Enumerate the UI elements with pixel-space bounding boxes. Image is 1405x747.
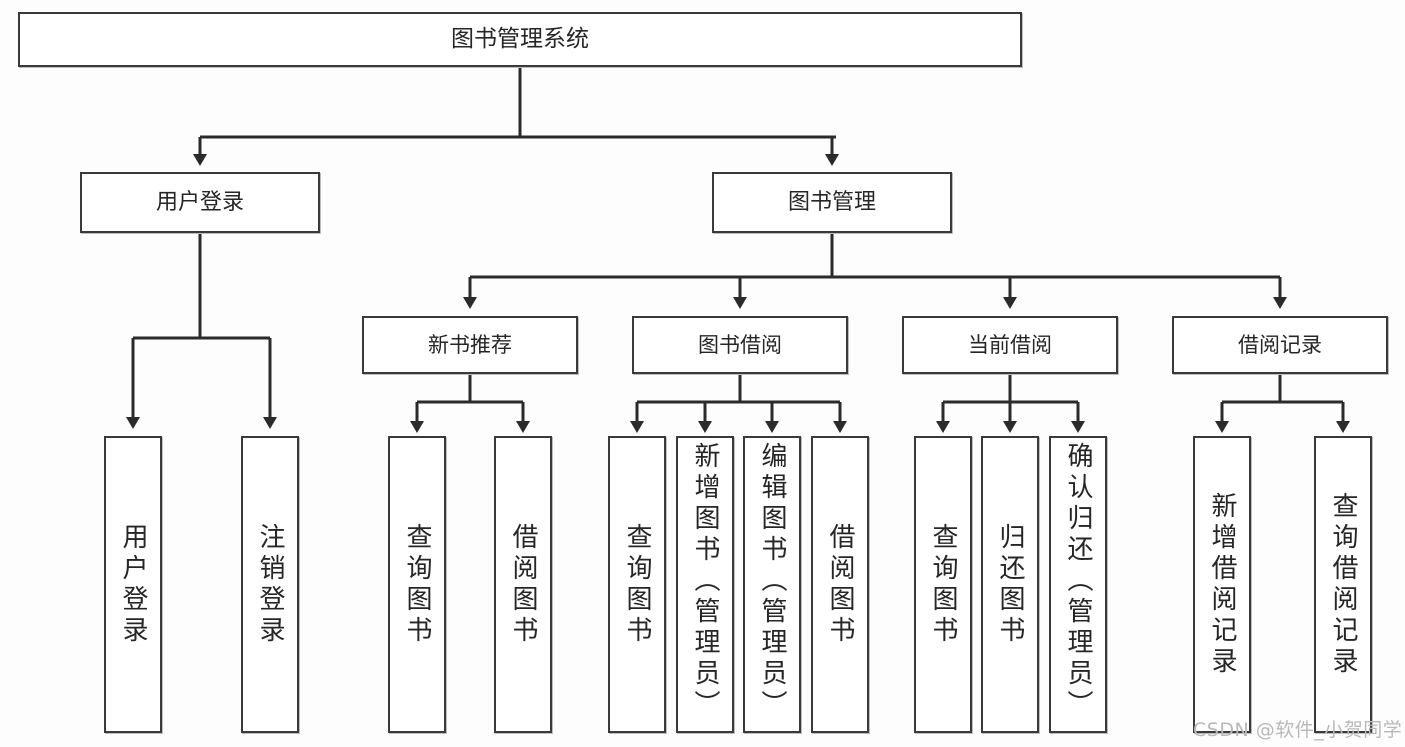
node-label: 图书借阅 — [698, 332, 782, 357]
node-label: 编辑图书（管理员） — [757, 442, 787, 721]
node-current-borrow[interactable]: 当前借阅 — [902, 316, 1118, 374]
node-label: 用户登录 — [155, 189, 244, 215]
node-label: 借阅记录 — [1238, 332, 1322, 357]
node-label: 确认归还（管理员） — [1063, 442, 1093, 721]
node-label: 借阅图书 — [508, 522, 538, 647]
node-label: 查询图书 — [928, 522, 958, 647]
leaf-current-borrow-confirm-return[interactable]: 确认归还（管理员） — [1049, 436, 1107, 733]
node-new-book-recommend[interactable]: 新书推荐 — [362, 316, 578, 374]
node-label: 借阅图书 — [825, 522, 855, 647]
node-label: 新增借阅记录 — [1207, 491, 1237, 678]
node-user-login[interactable]: 用户登录 — [80, 172, 320, 233]
node-label: 查询图书 — [402, 522, 432, 647]
leaf-new-book-borrow[interactable]: 借阅图书 — [494, 436, 552, 733]
leaf-current-borrow-return[interactable]: 归还图书 — [981, 436, 1039, 733]
leaf-book-borrow-add[interactable]: 新增图书（管理员） — [676, 436, 734, 733]
node-root-book-management-system[interactable]: 图书管理系统 — [18, 12, 1022, 67]
leaf-borrow-record-query[interactable]: 查询借阅记录 — [1314, 436, 1372, 733]
leaf-new-book-query[interactable]: 查询图书 — [388, 436, 446, 733]
leaf-book-borrow-query[interactable]: 查询图书 — [608, 436, 666, 733]
node-label: 新增图书（管理员） — [690, 442, 720, 721]
node-borrow-record[interactable]: 借阅记录 — [1172, 316, 1388, 374]
node-label: 查询图书 — [622, 522, 652, 647]
leaf-book-borrow-borrow[interactable]: 借阅图书 — [811, 436, 869, 733]
node-label: 新书推荐 — [428, 332, 512, 357]
node-label: 当前借阅 — [968, 332, 1052, 357]
leaf-user-login-logout[interactable]: 注销登录 — [241, 436, 299, 733]
leaf-borrow-record-add[interactable]: 新增借阅记录 — [1193, 436, 1251, 733]
leaf-user-login-login[interactable]: 用户登录 — [104, 436, 162, 733]
node-book-management[interactable]: 图书管理 — [712, 172, 952, 233]
node-label: 图书管理系统 — [451, 26, 589, 53]
leaf-current-borrow-query[interactable]: 查询图书 — [914, 436, 972, 733]
node-book-borrow[interactable]: 图书借阅 — [632, 316, 848, 374]
watermark: CSDN @软件_小贺同学 — [1193, 719, 1403, 741]
leaf-book-borrow-edit[interactable]: 编辑图书（管理员） — [743, 436, 801, 733]
node-label: 查询借阅记录 — [1328, 491, 1358, 678]
node-label: 用户登录 — [118, 522, 148, 647]
node-label: 归还图书 — [995, 522, 1025, 647]
node-label: 注销登录 — [255, 522, 285, 647]
node-label: 图书管理 — [787, 189, 876, 215]
